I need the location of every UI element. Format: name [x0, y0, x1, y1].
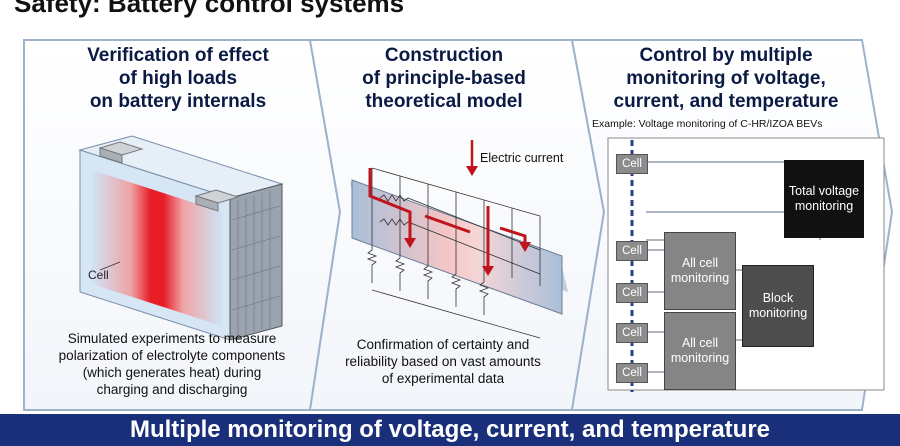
example-note: Example: Voltage monitoring of C-HR/IZOA…: [592, 118, 823, 130]
banner-text: Multiple monitoring of voltage, current,…: [129, 416, 771, 443]
panel-1-heading: Verification of effect of high loads on …: [40, 44, 316, 113]
cell-box: Cell: [616, 283, 648, 303]
panel-3-heading: Control by multiple monitoring of voltag…: [584, 44, 868, 113]
panel-2-heading-line: of principle-based: [362, 68, 526, 89]
cell-box: Cell: [616, 323, 648, 343]
panel-3-heading-line: Control by multiple: [639, 45, 813, 66]
panel-2-heading: Construction of principle-based theoreti…: [324, 44, 564, 113]
panel-2-caption-line: of experimental data: [381, 371, 505, 386]
panel-1-caption-line: polarization of electrolyte components: [58, 348, 286, 363]
panel-1-heading-line: of high loads: [118, 68, 238, 89]
panel-1-caption: Simulated experiments to measure polariz…: [34, 330, 310, 398]
panel-2-caption-line: Confirmation of certainty and: [356, 337, 530, 352]
banner-bar: [0, 414, 900, 446]
cell-box: Cell: [616, 363, 648, 383]
panel-3-heading-line: current, and temperature: [613, 91, 839, 112]
panel-1-caption-line: (which generates heat) during: [82, 365, 262, 380]
all-cell-monitoring-box: All cell monitoring: [664, 232, 736, 310]
battery-cell-illustration: [78, 135, 284, 341]
panel-2-caption: Confirmation of certainty and reliabilit…: [322, 336, 564, 387]
circuit-model-illustration: [350, 140, 568, 339]
panel-1-heading-line: on battery internals: [89, 91, 267, 112]
panel-2-heading-line: theoretical model: [365, 91, 523, 112]
panel-3-heading-line: monitoring of voltage,: [626, 68, 826, 89]
page-title: Safety: Battery control systems: [14, 0, 405, 18]
panel-1-caption-line: Simulated experiments to measure: [67, 331, 277, 346]
cell-box: Cell: [616, 241, 648, 261]
cell-label: Cell: [88, 268, 109, 282]
panel-1-caption-line: charging and discharging: [96, 382, 248, 397]
cell-box: Cell: [616, 154, 648, 174]
all-cell-monitoring-box: All cell monitoring: [664, 312, 736, 390]
panel-1-heading-line: Verification of effect: [87, 45, 269, 66]
electric-current-label: Electric current: [480, 151, 564, 165]
total-voltage-monitoring-box: Total voltage monitoring: [784, 160, 864, 238]
block-monitoring-box: Block monitoring: [742, 265, 814, 347]
panel-2-caption-line: reliability based on vast amounts: [345, 354, 541, 369]
panel-2-heading-line: Construction: [384, 45, 504, 66]
